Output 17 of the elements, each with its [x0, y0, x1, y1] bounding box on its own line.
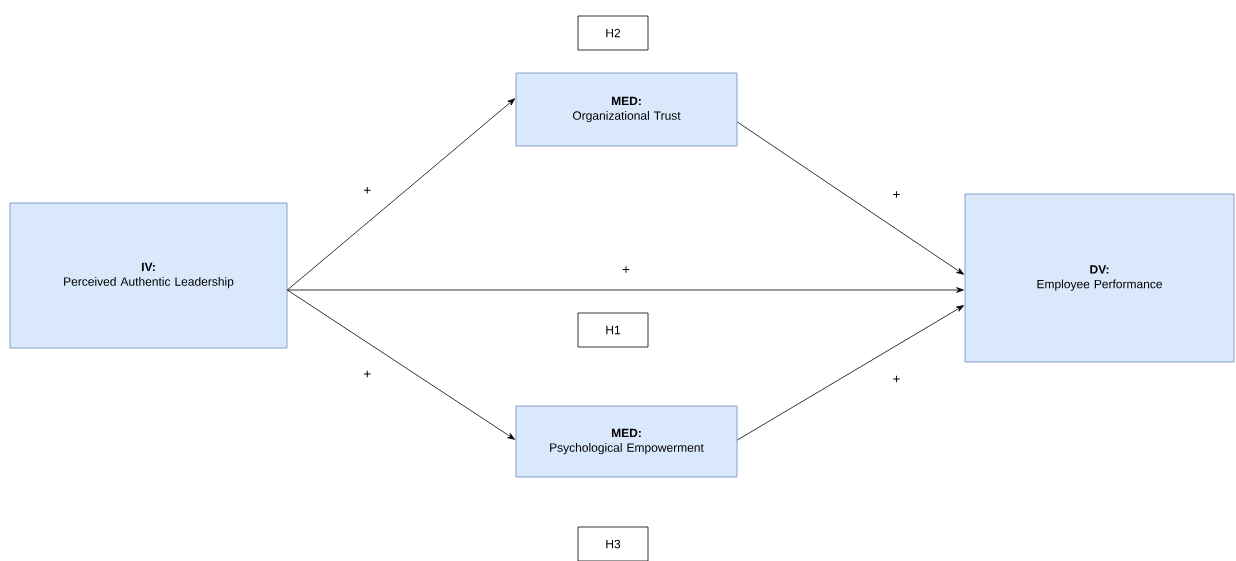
- edge-label: +: [362, 185, 373, 196]
- hypothesis-box: H3: [577, 526, 649, 561]
- arrow: [287, 98, 516, 291]
- edge-label: +: [620, 264, 632, 276]
- arrow: [287, 289, 515, 440]
- edge-label: +: [891, 374, 902, 385]
- hypothesis-box: H2: [577, 15, 649, 51]
- variable-box: IV: Perceived Authentic Leadership: [9, 202, 288, 349]
- edge-label: +: [891, 189, 902, 201]
- edge-label: +: [362, 369, 373, 380]
- arrow: [737, 305, 964, 441]
- hypothesis-box: H1: [577, 312, 649, 348]
- variable-box: MED: Psychological Empowerment: [515, 405, 738, 478]
- variable-box: MED: Organizational Trust: [515, 72, 738, 147]
- arrow: [737, 121, 964, 275]
- arrow: [287, 287, 964, 293]
- variable-box: DV: Employee Performance: [964, 193, 1235, 363]
